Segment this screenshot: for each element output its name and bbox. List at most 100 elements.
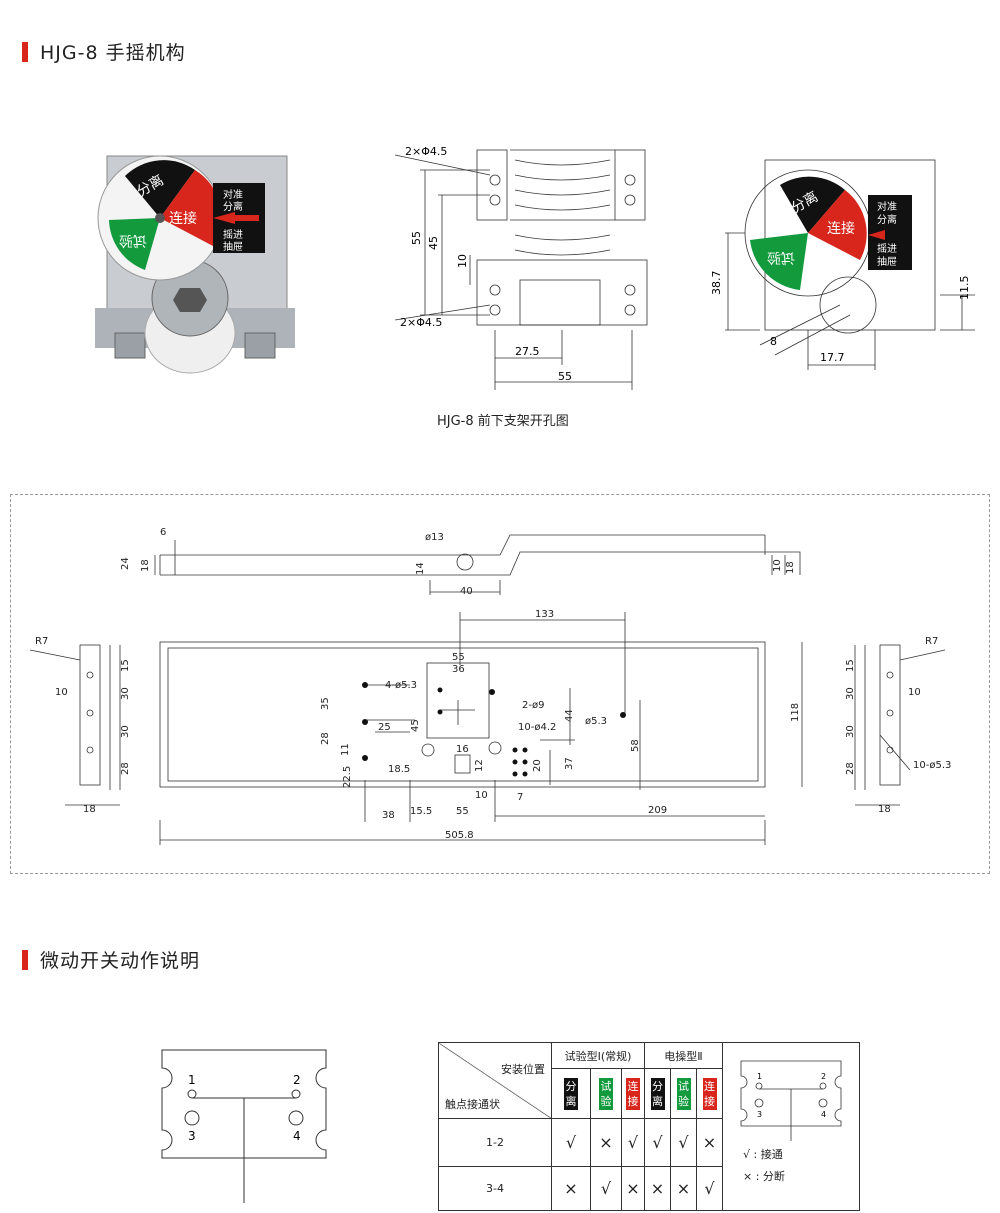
dim-right-30b: 30 xyxy=(845,725,856,738)
switch-pin-4: 4 xyxy=(293,1129,301,1143)
dimension-drawing-dial: 分离 连接 试验 对准 分离 摇进 抽屉 38.7 11.5 8 17.7 xyxy=(710,159,975,370)
dim-right-10: 10 xyxy=(908,687,921,698)
dim-left-30b: 30 xyxy=(120,725,131,738)
row-cell: × xyxy=(590,1118,622,1167)
dim-right-30a: 30 xyxy=(845,687,856,700)
row-cell: × xyxy=(644,1166,671,1211)
dim-top-40: 40 xyxy=(460,586,473,597)
dim-18-5: 18.5 xyxy=(388,764,410,775)
dim-8: 8 xyxy=(770,335,777,348)
dim-top-10: 10 xyxy=(772,559,783,572)
legend-off: × : 分断 xyxy=(743,1170,785,1183)
dim-118: 118 xyxy=(790,703,801,722)
contact-table: 安装位置 触点接通状 试验型Ⅰ(常规) 电操型Ⅱ 1 2 3 4 √ : 接通 … xyxy=(438,1042,860,1211)
dim-16: 16 xyxy=(456,744,469,755)
dim-top-14: 14 xyxy=(415,562,426,575)
row-cell: × xyxy=(621,1166,645,1211)
dim-top-6: 6 xyxy=(160,527,166,538)
dim-38: 38 xyxy=(382,810,395,821)
mini-switch-diagram: 1 2 3 4 xyxy=(740,1060,842,1141)
dim-28: 28 xyxy=(320,732,331,745)
dim-right-15: 15 xyxy=(845,659,856,672)
corner-bottom-label: 触点接通状 xyxy=(445,1098,500,1111)
row-cell: × xyxy=(696,1118,723,1167)
dim-left-28: 28 xyxy=(120,762,131,775)
dial-label-test: 试验 xyxy=(119,232,147,248)
row-cell: × xyxy=(670,1166,697,1211)
switch-pin-1: 1 xyxy=(188,1073,196,1087)
section-header-mechanism: HJG-8 手摇机构 xyxy=(22,38,186,65)
table-row: 3-4 × √ × × × √ xyxy=(438,1166,860,1211)
column-header-row: 分离 试验 连接 分离 试验 连接 xyxy=(439,1068,860,1119)
row-cell: √ xyxy=(590,1166,622,1211)
dim-4-phi5-3: 4-ø5.3 xyxy=(385,680,417,691)
dim-25: 25 xyxy=(378,722,391,733)
svg-text:分离: 分离 xyxy=(877,213,897,226)
svg-text:试验: 试验 xyxy=(767,249,795,265)
svg-text:摇进: 摇进 xyxy=(223,228,243,241)
dim-left-10: 10 xyxy=(55,687,68,698)
dim-45: 45 xyxy=(410,719,421,732)
row-label: 3-4 xyxy=(438,1166,552,1211)
row-cell: √ xyxy=(644,1118,671,1167)
section-header-microswitch: 微动开关动作说明 xyxy=(22,946,200,973)
dim-top-18-right: 18 xyxy=(785,561,796,574)
dim-10-vertical: 10 xyxy=(456,254,469,268)
dim-22-5: 22.5 xyxy=(342,766,353,788)
col-header-4: 试验 xyxy=(676,1077,691,1110)
dim-right-10-phi5-3: 10-ø5.3 xyxy=(913,760,951,771)
dim-right-r7: R7 xyxy=(925,636,938,647)
col-header-0: 分离 xyxy=(564,1077,578,1110)
dim-45-vertical: 45 xyxy=(427,236,440,250)
microswitch-diagram: 1 2 3 4 xyxy=(161,1049,327,1203)
dim-top-24: 24 xyxy=(120,557,131,570)
dim-right-18: 18 xyxy=(878,804,891,815)
dim-left-15: 15 xyxy=(120,659,131,672)
switch-pin-2: 2 xyxy=(293,1073,301,1087)
dim-58: 58 xyxy=(630,739,641,752)
dim-37: 37 xyxy=(564,757,575,770)
dim-7: 7 xyxy=(517,792,523,803)
svg-text:对准: 对准 xyxy=(223,188,243,201)
mini-pin-2: 2 xyxy=(821,1072,826,1081)
dim-11-5: 11.5 xyxy=(958,276,971,301)
group-header-1: 试验型Ⅰ(常规) xyxy=(551,1042,645,1069)
dim-209: 209 xyxy=(648,805,667,816)
dim-top-18: 18 xyxy=(140,559,151,572)
product-photo: 分离 连接 试验 对准 分离 摇进 抽屉 xyxy=(95,155,295,374)
row-cell: √ xyxy=(621,1118,645,1167)
legend-on: √ : 接通 xyxy=(743,1148,783,1161)
dim-505-8: 505.8 xyxy=(445,830,474,841)
row-cell: × xyxy=(551,1166,591,1211)
dim-55-bottom: 55 xyxy=(456,806,469,817)
drawing-caption: HJG-8 前下支架开孔图 xyxy=(437,414,569,429)
dim-10-phi4-2: 10-ø4.2 xyxy=(518,722,556,733)
dim-36: 36 xyxy=(452,664,465,675)
svg-text:抽屉: 抽屉 xyxy=(223,240,243,253)
bracket-drawing: 6 24 18 ø13 14 40 10 18 R7 10 15 30 30 2… xyxy=(29,527,951,845)
svg-text:对准: 对准 xyxy=(877,200,897,213)
dim-55-vertical: 55 xyxy=(410,231,423,245)
dim-35: 35 xyxy=(320,697,331,710)
svg-text:分离: 分离 xyxy=(223,200,243,213)
col-header-5: 连接 xyxy=(702,1077,717,1110)
dim-left-18: 18 xyxy=(83,804,96,815)
dim-27-5: 27.5 xyxy=(515,345,540,358)
row-label: 1-2 xyxy=(438,1118,552,1167)
row-cell: √ xyxy=(696,1166,723,1211)
dim-17-7: 17.7 xyxy=(820,351,845,364)
svg-text:摇进: 摇进 xyxy=(877,242,897,255)
section-title: 微动开关动作说明 xyxy=(40,950,201,972)
col-header-3: 分离 xyxy=(650,1077,665,1110)
section-title: HJG-8 手摇机构 xyxy=(40,42,186,64)
dim-20: 20 xyxy=(532,759,543,772)
dimension-drawing-front: 2×Φ4.5 2×Φ4.5 55 45 10 27.5 55 xyxy=(394,145,648,390)
row-cell: √ xyxy=(551,1118,591,1167)
dim-top-phi13: ø13 xyxy=(425,532,444,543)
mini-pin-1: 1 xyxy=(757,1072,762,1081)
dim-2-phi9: 2-ø9 xyxy=(522,700,544,711)
dim-55: 55 xyxy=(452,652,465,663)
dim-10: 10 xyxy=(475,790,488,801)
table-row: 1-2 √ × √ √ √ × xyxy=(438,1118,860,1167)
mini-pin-3: 3 xyxy=(757,1110,762,1119)
